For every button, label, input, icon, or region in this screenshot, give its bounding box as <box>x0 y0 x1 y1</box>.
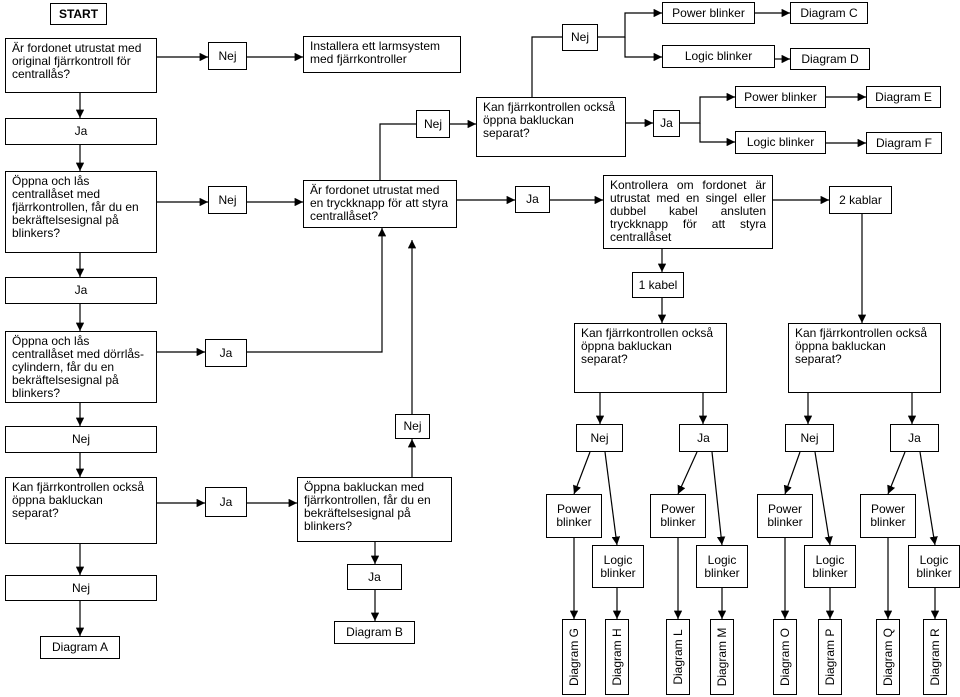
label-ja: Ja <box>679 424 728 452</box>
start-node: START <box>50 3 107 25</box>
diagram-o-label: Diagram O <box>778 627 792 687</box>
label-nej: Nej <box>5 426 157 453</box>
diagram-h-label: Diagram H <box>610 628 624 686</box>
diagram-p: Diagram P <box>818 619 842 695</box>
label-ja: Ja <box>515 186 550 213</box>
logic-blinker-m: Logic blinker <box>696 545 748 588</box>
diagram-g-label: Diagram G <box>567 627 581 687</box>
label-ja: Ja <box>205 487 247 517</box>
label-nej: Nej <box>416 110 450 138</box>
diagram-p-label: Diagram P <box>823 628 837 686</box>
diagram-a: Diagram A <box>40 636 120 659</box>
question-open-trunk: Öppna bakluckan med fjärrkontrollen, får… <box>297 477 452 542</box>
question-original-remote: Är fordonet utrustat med original fjärrk… <box>5 38 157 93</box>
question-trunk-right-1: Kan fjärrkontrollen också öppna baklucka… <box>574 323 727 393</box>
diagram-r: Diagram R <box>923 619 947 695</box>
diagram-l: Diagram L <box>666 619 690 695</box>
check-cable: Kontrollera om fordonet är utrustat med … <box>603 175 773 249</box>
label-nej: Nej <box>208 186 247 214</box>
logic-blinker-d: Logic blinker <box>662 45 775 68</box>
power-blinker-c: Power blinker <box>662 2 755 24</box>
power-blinker-q: Power blinker <box>860 494 916 538</box>
label-ja: Ja <box>205 339 247 367</box>
label-nej: Nej <box>785 424 834 452</box>
label-ja: Ja <box>5 277 157 304</box>
label-nej: Nej <box>562 24 598 51</box>
install-alarm: Installera ett larmsystem med fjärrkontr… <box>303 36 461 73</box>
question-pushbutton: Är fordonet utrustat med en tryckknapp f… <box>303 180 457 228</box>
power-blinker-e: Power blinker <box>735 86 826 108</box>
diagram-o: Diagram O <box>773 619 797 695</box>
question-trunk-top: Kan fjärrkontrollen också öppna baklucka… <box>476 97 626 157</box>
label-ja: Ja <box>5 118 157 145</box>
label-ja: Ja <box>653 110 680 137</box>
label-nej: Nej <box>208 42 247 70</box>
question-door-lock: Öppna och lås centrallåset med dörrlås-c… <box>5 331 157 403</box>
diagram-e: Diagram E <box>866 86 941 108</box>
question-trunk-right-2: Kan fjärrkontrollen också öppna baklucka… <box>788 323 941 393</box>
diagram-d: Diagram D <box>790 48 870 70</box>
power-blinker-g: Power blinker <box>546 494 602 538</box>
label-nej: Nej <box>576 424 623 452</box>
diagram-f: Diagram F <box>866 132 942 154</box>
power-blinker-l: Power blinker <box>650 494 706 538</box>
diagram-l-label: Diagram L <box>671 629 685 685</box>
diagram-g: Diagram G <box>562 619 586 695</box>
label-nej: Nej <box>5 575 157 601</box>
label-ja: Ja <box>347 564 402 590</box>
diagram-r-label: Diagram R <box>928 628 942 686</box>
label-nej: Nej <box>395 414 430 439</box>
power-blinker-o: Power blinker <box>757 494 813 538</box>
diagram-q: Diagram Q <box>876 619 900 695</box>
diagram-m: Diagram M <box>710 619 734 695</box>
diagram-m-label: Diagram M <box>715 627 729 687</box>
logic-blinker-h: Logic blinker <box>592 545 644 588</box>
diagram-h: Diagram H <box>605 619 629 695</box>
logic-blinker-p: Logic blinker <box>804 545 856 588</box>
question-blinkers-remote: Öppna och lås centrallåset med fjärrkont… <box>5 171 157 253</box>
question-trunk-left: Kan fjärrkontrollen också öppna baklucka… <box>5 477 157 544</box>
diagram-b: Diagram B <box>334 621 415 644</box>
diagram-q-label: Diagram Q <box>881 627 895 687</box>
two-cables: 2 kablar <box>829 186 892 214</box>
logic-blinker-r: Logic blinker <box>908 545 960 588</box>
one-cable: 1 kabel <box>632 272 684 298</box>
logic-blinker-f: Logic blinker <box>735 131 826 154</box>
diagram-c: Diagram C <box>790 2 868 24</box>
label-ja: Ja <box>890 424 939 452</box>
